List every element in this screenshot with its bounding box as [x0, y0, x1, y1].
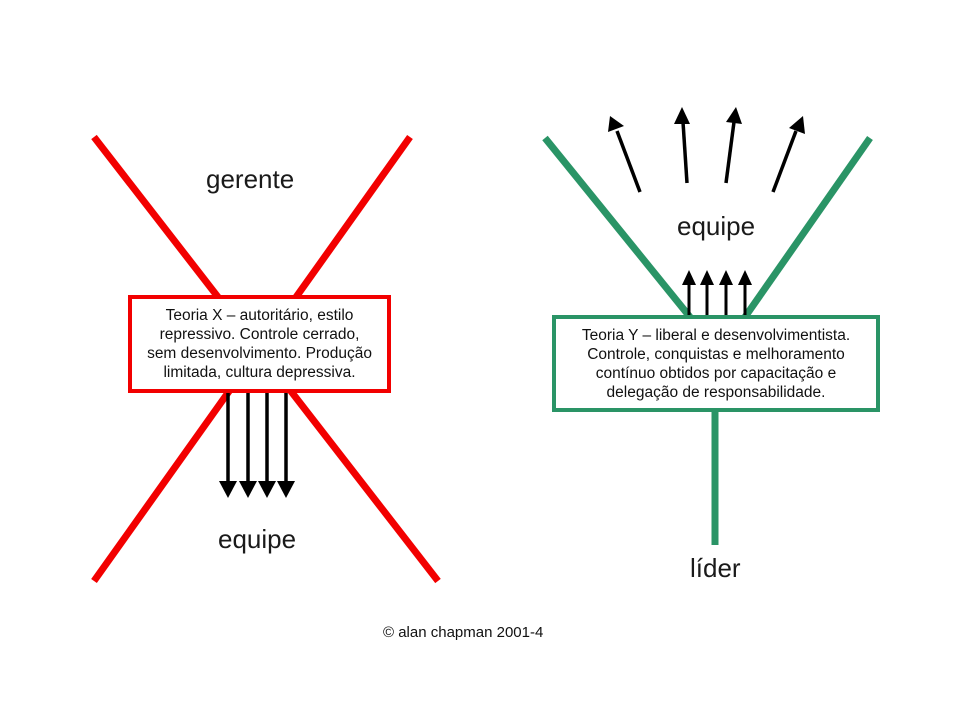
down-arrowhead — [258, 481, 276, 498]
theory-y-box-line: contínuo obtidos por capacitação e — [595, 364, 837, 382]
theory-y-up-arrows-large — [608, 107, 805, 193]
outward-arrowhead — [726, 107, 742, 124]
theory-y-top-label: equipe — [677, 211, 756, 241]
theory-x-box-line: limitada, cultura depressiva. — [163, 364, 356, 381]
outward-arrowhead — [608, 116, 624, 132]
theory-y-right-arm — [742, 135, 873, 320]
outward-arrow — [771, 130, 798, 193]
theory-y-bottom-label: líder — [690, 553, 741, 583]
theory-y-box: Teoria Y – liberal e desenvolvimentista.… — [552, 315, 880, 412]
down-arrowhead — [277, 481, 295, 498]
theory-y-box-line: Teoria Y – liberal e desenvolvimentista. — [581, 326, 851, 344]
outward-arrowhead — [674, 107, 690, 124]
theory-x-box-line: Teoria X – autoritário, estilo — [165, 307, 354, 324]
outward-arrow — [615, 130, 642, 193]
outward-arrow — [724, 121, 736, 184]
up-arrowhead — [700, 270, 714, 285]
theory-x-down-arrows — [219, 393, 295, 498]
outward-arrow — [681, 121, 689, 184]
copyright-credit: © alan chapman 2001-4 — [383, 624, 544, 641]
down-arrowhead — [219, 481, 237, 498]
up-arrowhead — [738, 270, 752, 285]
theory-x-box: Teoria X – autoritário, estilo repressiv… — [128, 295, 391, 393]
down-arrowhead — [239, 481, 257, 498]
theory-x-box-line: sem desenvolvimento. Produção — [147, 345, 372, 362]
theory-x-bottom-label: equipe — [218, 524, 297, 554]
theory-y-box-line: Controle, conquistas e melhoramento — [587, 345, 845, 363]
theory-y-shape — [542, 135, 873, 545]
theory-y-box-line: delegação de responsabilidade. — [606, 383, 826, 401]
theory-y-up-arrows-small — [682, 270, 752, 315]
theory-x-box-line: repressivo. Controle cerrado, — [159, 326, 360, 343]
up-arrowhead — [719, 270, 733, 285]
theory-y-left-arm — [542, 135, 693, 320]
up-arrowhead — [682, 270, 696, 285]
outward-arrowhead — [789, 116, 805, 134]
theory-x-top-label: gerente — [206, 164, 295, 194]
